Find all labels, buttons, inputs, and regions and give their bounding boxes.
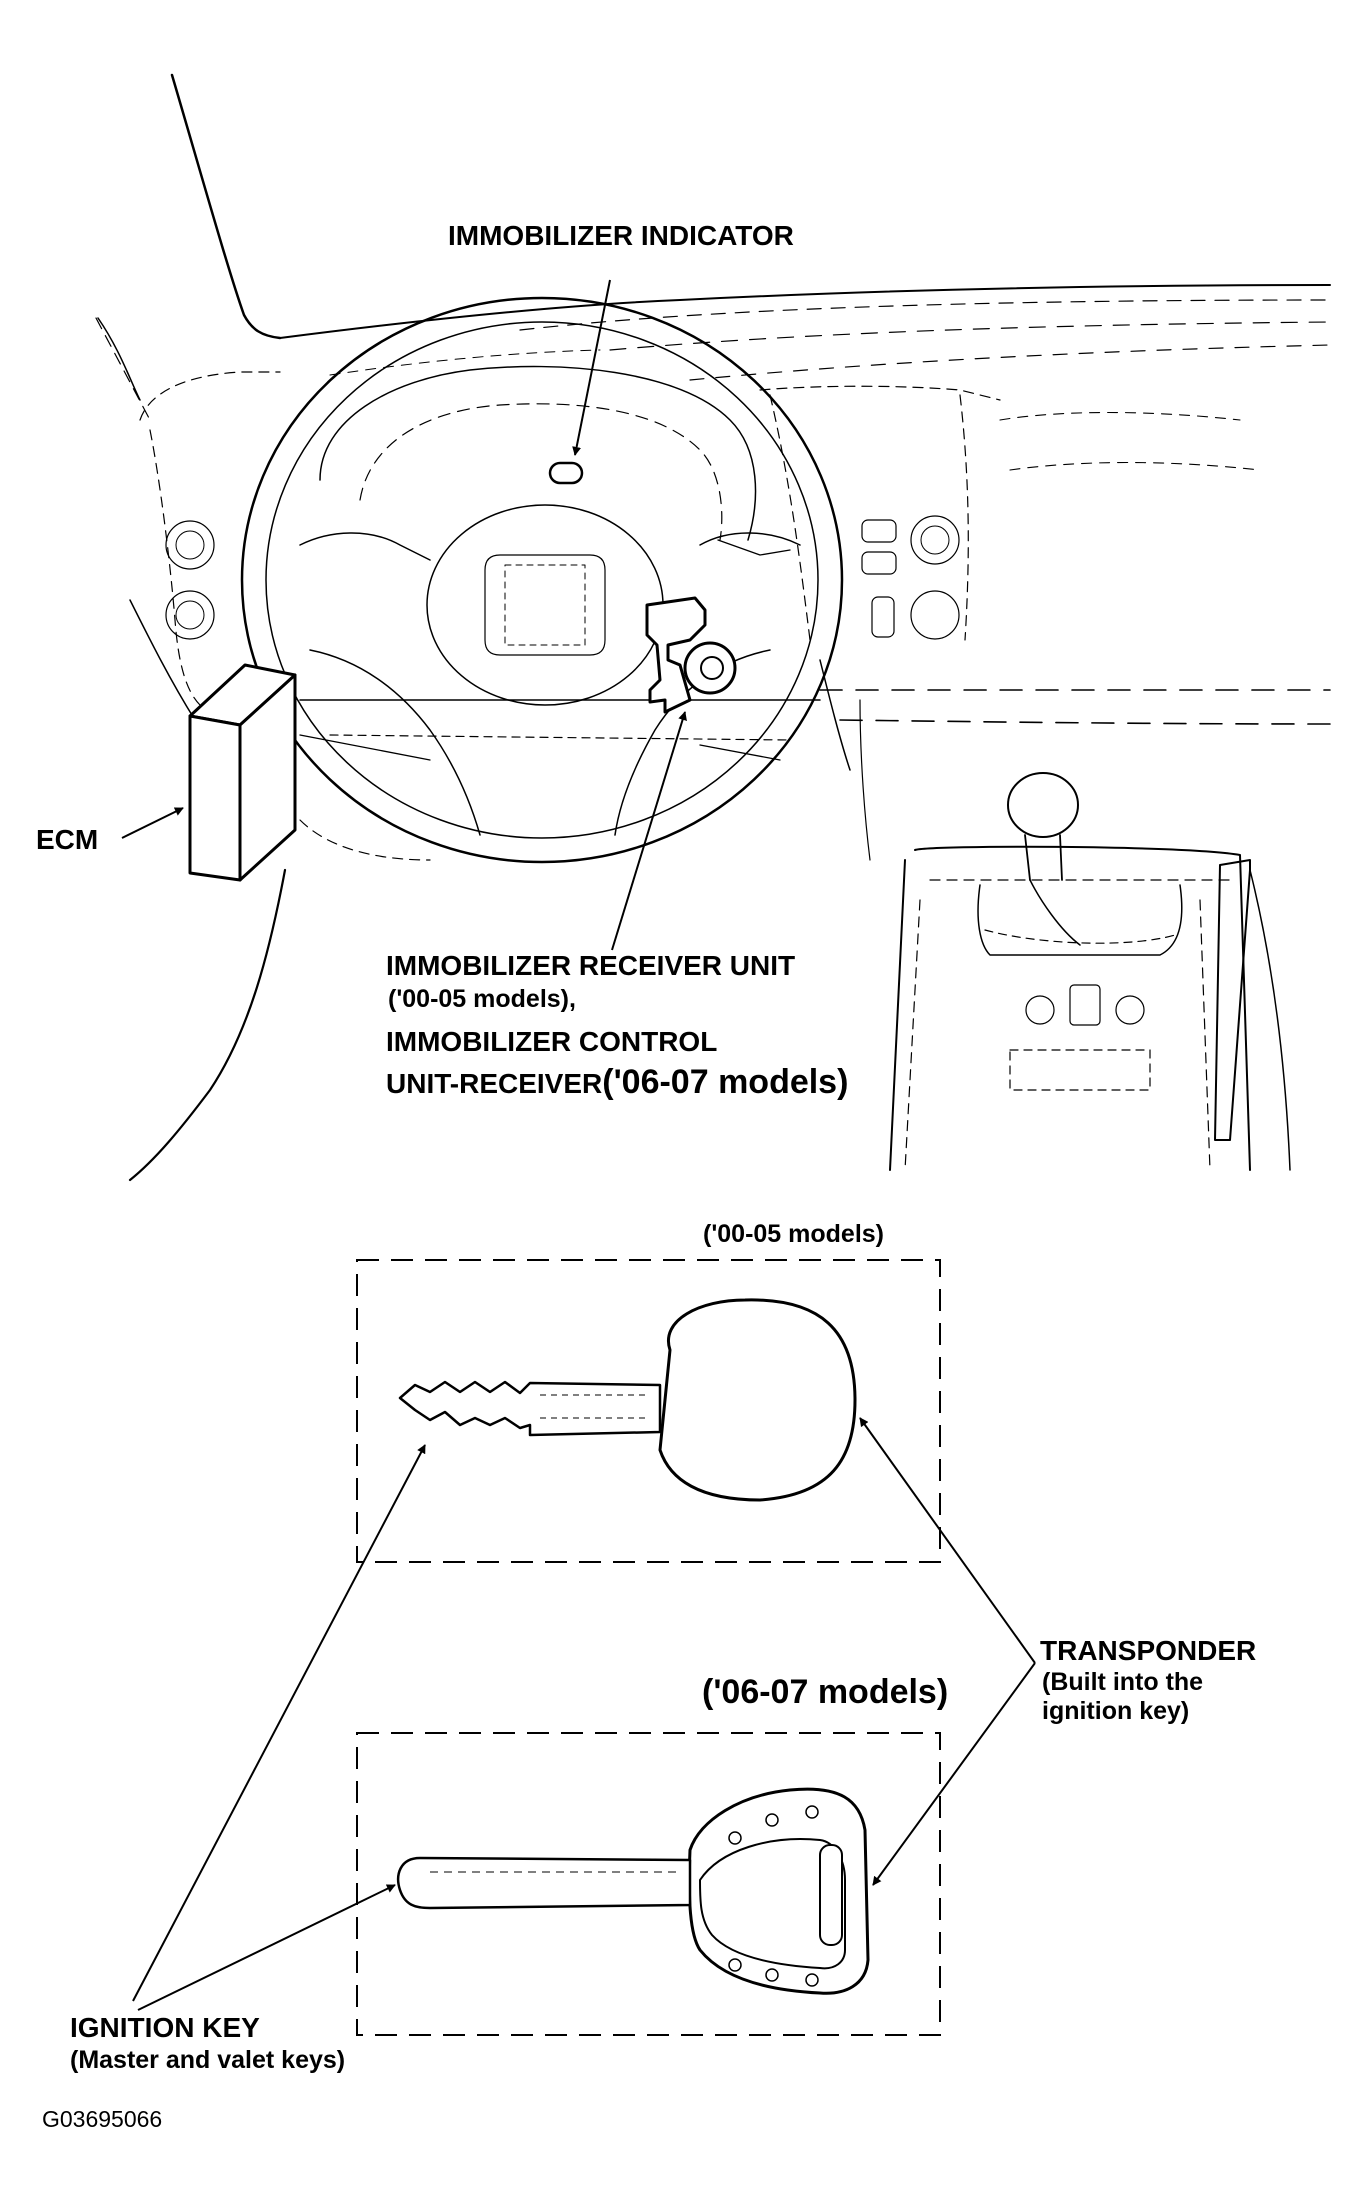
steering-wheel <box>240 296 844 864</box>
receiver-label-line4-models: ('06-07 models) <box>602 1063 849 1101</box>
receiver-label-line4-name: UNIT-RECEIVER <box>386 1068 603 1099</box>
ignition-key-00-05 <box>398 1298 857 1502</box>
dashboard-drawing <box>95 73 1331 1182</box>
ignition-key-label-line1: IGNITION KEY <box>70 2012 260 2043</box>
ignition-key-06-07 <box>396 1787 870 1995</box>
center-console <box>859 699 1291 1171</box>
receiver-label-line4: UNIT-RECEIVER('06-07 models) <box>386 1063 848 1101</box>
ecm-module <box>188 663 297 882</box>
figure-code: G03695066 <box>42 2106 163 2132</box>
models-00-05-label: ('00-05 models) <box>703 1220 885 1248</box>
immobilizer-indicator-label: IMMOBILIZER INDICATOR <box>448 220 794 251</box>
receiver-label-line1: IMMOBILIZER RECEIVER UNIT <box>386 950 796 981</box>
transponder-label-line1: TRANSPONDER <box>1040 1635 1257 1666</box>
models-06-07-label: ('06-07 models) <box>702 1673 949 1711</box>
key-box-06-07 <box>356 1732 941 2036</box>
leader-lines <box>121 279 1036 2011</box>
ignition-key-label-line2: (Master and valet keys) <box>70 2046 346 2074</box>
receiver-label-line3: IMMOBILIZER CONTROL <box>386 1026 718 1057</box>
transponder-label-line2: (Built into the <box>1042 1668 1204 1696</box>
ecm-label: ECM <box>36 824 99 855</box>
receiver-label-line2: ('00-05 models), <box>388 985 576 1013</box>
key-box-00-05 <box>356 1259 941 1563</box>
immobilizer-receiver-unit <box>645 596 737 714</box>
transponder-label-line3: ignition key) <box>1042 1697 1190 1725</box>
immobilizer-indicator-lamp <box>548 461 584 485</box>
